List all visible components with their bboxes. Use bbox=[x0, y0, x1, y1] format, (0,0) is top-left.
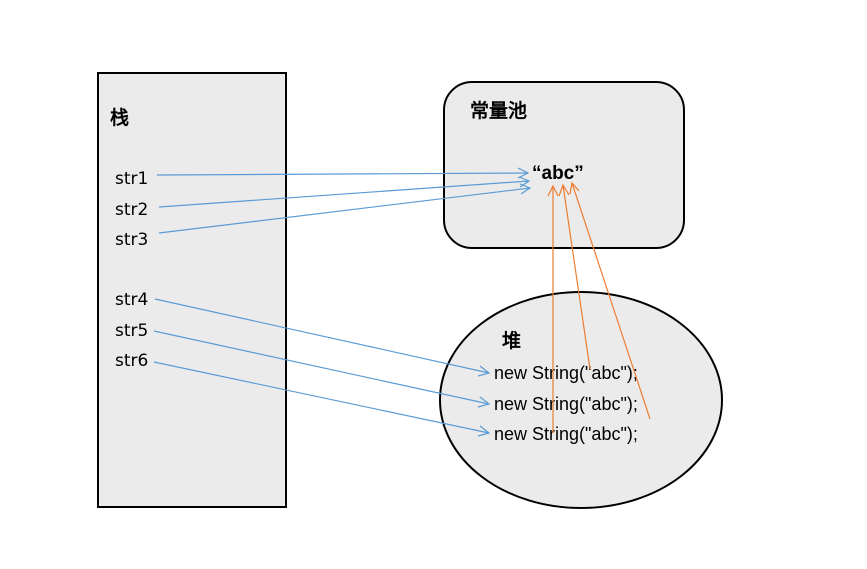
arrow-head bbox=[517, 167, 530, 179]
arrow-shaft bbox=[156, 172, 529, 176]
stack-var-str2: str2 bbox=[115, 200, 148, 220]
stack-to-pool-arrows bbox=[156, 167, 532, 234]
heap-object-2: new String("abc"); bbox=[494, 394, 638, 414]
constant-pool-region: 常量池 “abc” bbox=[443, 81, 685, 249]
arrow-str5-to-heap-object-2 bbox=[153, 330, 491, 408]
stack-var-str6: str6 bbox=[115, 351, 148, 371]
arrow-shaft bbox=[571, 182, 651, 420]
heap-object-3: new String("abc"); bbox=[494, 424, 638, 444]
stack-var-str4: str4 bbox=[115, 290, 148, 310]
heap-ellipse bbox=[439, 291, 723, 509]
arrow-head bbox=[547, 184, 559, 197]
heap-title: 堆 bbox=[502, 329, 521, 352]
stack-var-str3: str3 bbox=[115, 230, 148, 250]
arrow-heap-object-3-to-literal bbox=[569, 181, 651, 420]
arrow-shaft bbox=[154, 298, 490, 374]
constant-pool-box bbox=[443, 81, 685, 249]
arrow-head bbox=[558, 183, 570, 197]
stack-var-str5: str5 bbox=[115, 321, 148, 341]
arrow-shaft bbox=[153, 361, 490, 434]
stack-var-str1: str1 bbox=[115, 169, 148, 189]
constant-pool-title: 常量池 bbox=[470, 99, 527, 122]
arrow-shaft bbox=[562, 184, 591, 370]
arrow-str3-to-literal bbox=[158, 183, 532, 234]
arrow-str4-to-heap-object-1 bbox=[154, 298, 491, 377]
arrow-head bbox=[519, 183, 532, 195]
arrow-shaft bbox=[153, 330, 490, 405]
heap-object-1: new String("abc"); bbox=[494, 363, 638, 383]
arrow-str6-to-heap-object-3 bbox=[153, 361, 491, 437]
stack-to-heap-arrows bbox=[153, 298, 491, 437]
arrow-head bbox=[477, 396, 491, 408]
arrow-heap-object-2-to-literal bbox=[558, 183, 591, 370]
arrow-shaft bbox=[158, 187, 531, 234]
stack-title: 栈 bbox=[110, 106, 129, 129]
arrow-head bbox=[477, 365, 491, 377]
stack-region: 栈 str1 str2 str3 str4 str5 str6 bbox=[97, 72, 287, 508]
arrow-heap-object-1-to-literal bbox=[547, 184, 559, 433]
arrow-head bbox=[569, 181, 580, 195]
heap-region: 堆 new String("abc"); new String("abc"); … bbox=[439, 291, 723, 509]
arrow-str1-to-literal bbox=[156, 167, 530, 179]
heap-to-pool-arrows bbox=[547, 181, 651, 433]
constant-pool-literal: “abc” bbox=[532, 163, 584, 184]
arrow-head bbox=[477, 425, 491, 437]
stack-box bbox=[97, 72, 287, 508]
arrow-shaft bbox=[158, 180, 530, 208]
